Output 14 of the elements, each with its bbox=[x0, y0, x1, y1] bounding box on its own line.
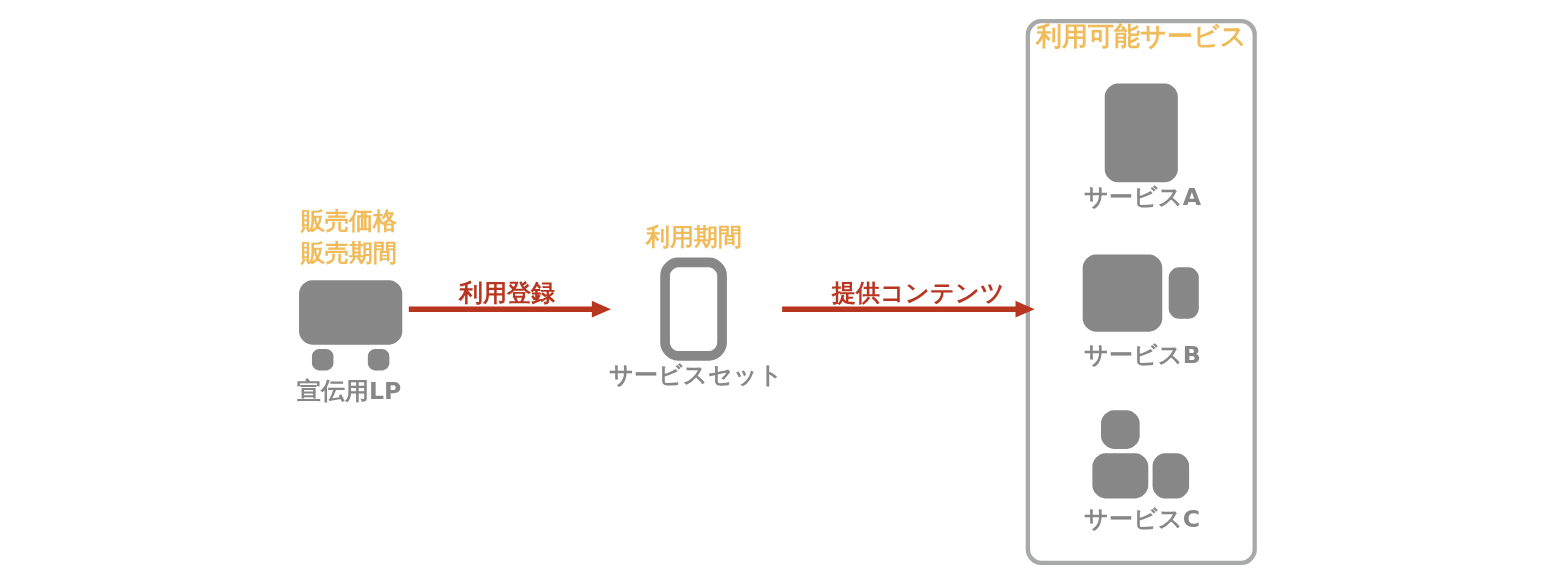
node-box bbox=[1104, 83, 1178, 183]
node-label: サービスセット bbox=[608, 360, 783, 389]
arrow bbox=[408, 300, 611, 318]
node-label: 販売期間 bbox=[300, 239, 397, 268]
node-label: 利用期間 bbox=[645, 223, 742, 252]
node-label: 宣伝用LP bbox=[296, 377, 401, 406]
arrow bbox=[781, 300, 1035, 318]
node-label: 販売価格 bbox=[300, 207, 397, 236]
node-label: サービスA bbox=[1083, 182, 1201, 211]
node-label: サービスB bbox=[1083, 340, 1201, 369]
node-label: サービスC bbox=[1083, 504, 1200, 533]
edge-label: 利用登録 bbox=[458, 279, 555, 308]
node-box bbox=[659, 257, 727, 361]
edge-label: 提供コンテンツ bbox=[831, 279, 1005, 308]
